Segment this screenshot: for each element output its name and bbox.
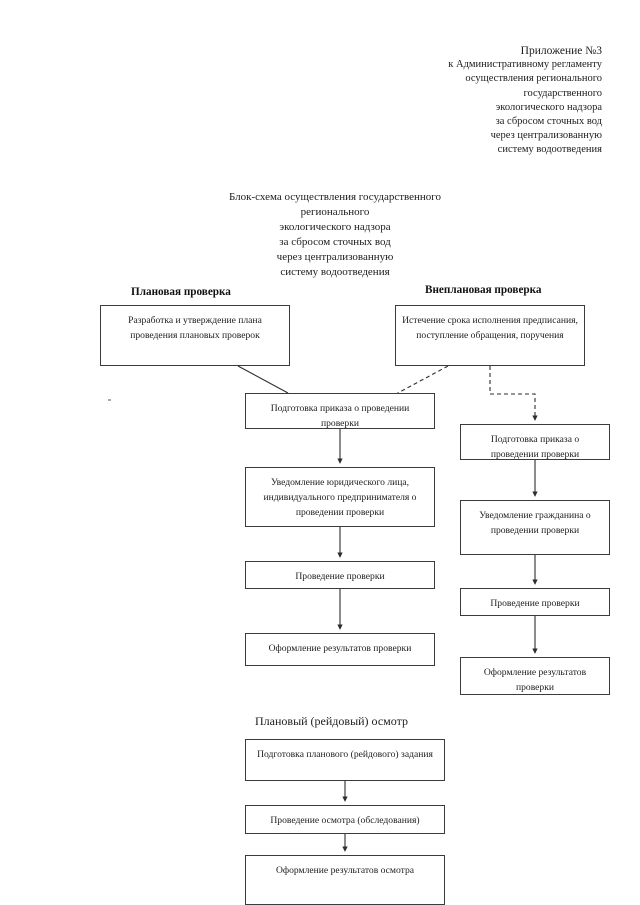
box-raid-inspection-results-label: Оформление результатов осмотра xyxy=(275,865,415,876)
box-center-inspection-results: Оформление результатов проверки xyxy=(245,633,435,666)
box-center-order-preparation-label: Подготовка приказа о проведении проверки xyxy=(270,403,410,429)
appendix-header-line-4: государственного xyxy=(523,87,602,99)
box-right-conduct-inspection-label: Проведение проверки xyxy=(490,598,580,609)
scheme-title-line-5: через централизованную xyxy=(276,251,394,263)
box-right-inspection-results-label: Оформление результатов проверки xyxy=(483,667,587,693)
caption-raid-inspection: Плановый (рейдовый) осмотр xyxy=(255,714,408,728)
box-unplanned-trigger-label: Истечение срока исполнения предписания, … xyxy=(402,315,578,341)
box-right-conduct-inspection: Проведение проверки xyxy=(460,588,610,616)
scan-artifact-dot xyxy=(108,399,111,401)
box-unplanned-trigger: Истечение срока исполнения предписания, … xyxy=(395,305,585,366)
box-raid-conduct-inspection: Проведение осмотра (обследования) xyxy=(245,805,445,834)
appendix-header-line-6: за сбросом сточных вод xyxy=(495,116,602,128)
box-raid-task-preparation: Подготовка планового (рейдового) задания xyxy=(245,739,445,781)
appendix-header: Приложение №3 к Административному реглам… xyxy=(342,44,602,158)
appendix-header-line-1: Приложение №3 xyxy=(520,45,602,57)
appendix-header-line-7: через централизованную xyxy=(490,130,602,142)
box-raid-conduct-inspection-label: Проведение осмотра (обследования) xyxy=(270,815,420,826)
box-right-order-preparation: Подготовка приказа о проведении проверки xyxy=(460,424,610,460)
appendix-header-line-3: осуществления регионального xyxy=(465,73,602,85)
scheme-title-line-6: систему водоотведения xyxy=(280,266,390,278)
scheme-title-line-2: регионального xyxy=(300,206,370,218)
scheme-title-line-4: за сбросом сточных вод xyxy=(279,236,391,248)
box-plan-development: Разработка и утверждение плана проведени… xyxy=(100,305,290,366)
box-center-order-preparation: Подготовка приказа о проведении проверки xyxy=(245,393,435,429)
caption-unplanned-inspection: Внеплановая проверка xyxy=(425,284,542,296)
box-right-inspection-results: Оформление результатов проверки xyxy=(460,657,610,695)
box-center-legal-entity-notification-label: Уведомление юридического лица, индивидуа… xyxy=(263,477,417,518)
box-center-conduct-inspection: Проведение проверки xyxy=(245,561,435,589)
box-center-legal-entity-notification: Уведомление юридического лица, индивидуа… xyxy=(245,467,435,527)
box-center-inspection-results-label: Оформление результатов проверки xyxy=(268,643,412,654)
box-right-citizen-notification: Уведомление гражданина о проведении пров… xyxy=(460,500,610,555)
scheme-title-line-3: экологического надзора xyxy=(279,221,391,233)
appendix-header-line-5: экологического надзора xyxy=(495,101,602,113)
box-right-order-preparation-label: Подготовка приказа о проведении проверки xyxy=(490,434,580,460)
scheme-title: Блок-схема осуществления государственног… xyxy=(160,190,510,280)
scheme-title-line-1: Блок-схема осуществления государственног… xyxy=(228,191,442,203)
caption-planned-inspection: Плановая проверка xyxy=(131,286,231,298)
box-raid-inspection-results: Оформление результатов осмотра xyxy=(245,855,445,905)
box-center-conduct-inspection-label: Проведение проверки xyxy=(295,571,385,582)
appendix-header-line-2: к Административному регламенту xyxy=(448,59,602,71)
box-raid-task-preparation-label: Подготовка планового (рейдового) задания xyxy=(257,749,433,760)
box-right-citizen-notification-label: Уведомление гражданина о проведении пров… xyxy=(479,510,591,536)
box-plan-development-label: Разработка и утверждение плана проведени… xyxy=(128,315,262,341)
appendix-header-line-8: систему водоотведения xyxy=(497,144,602,156)
